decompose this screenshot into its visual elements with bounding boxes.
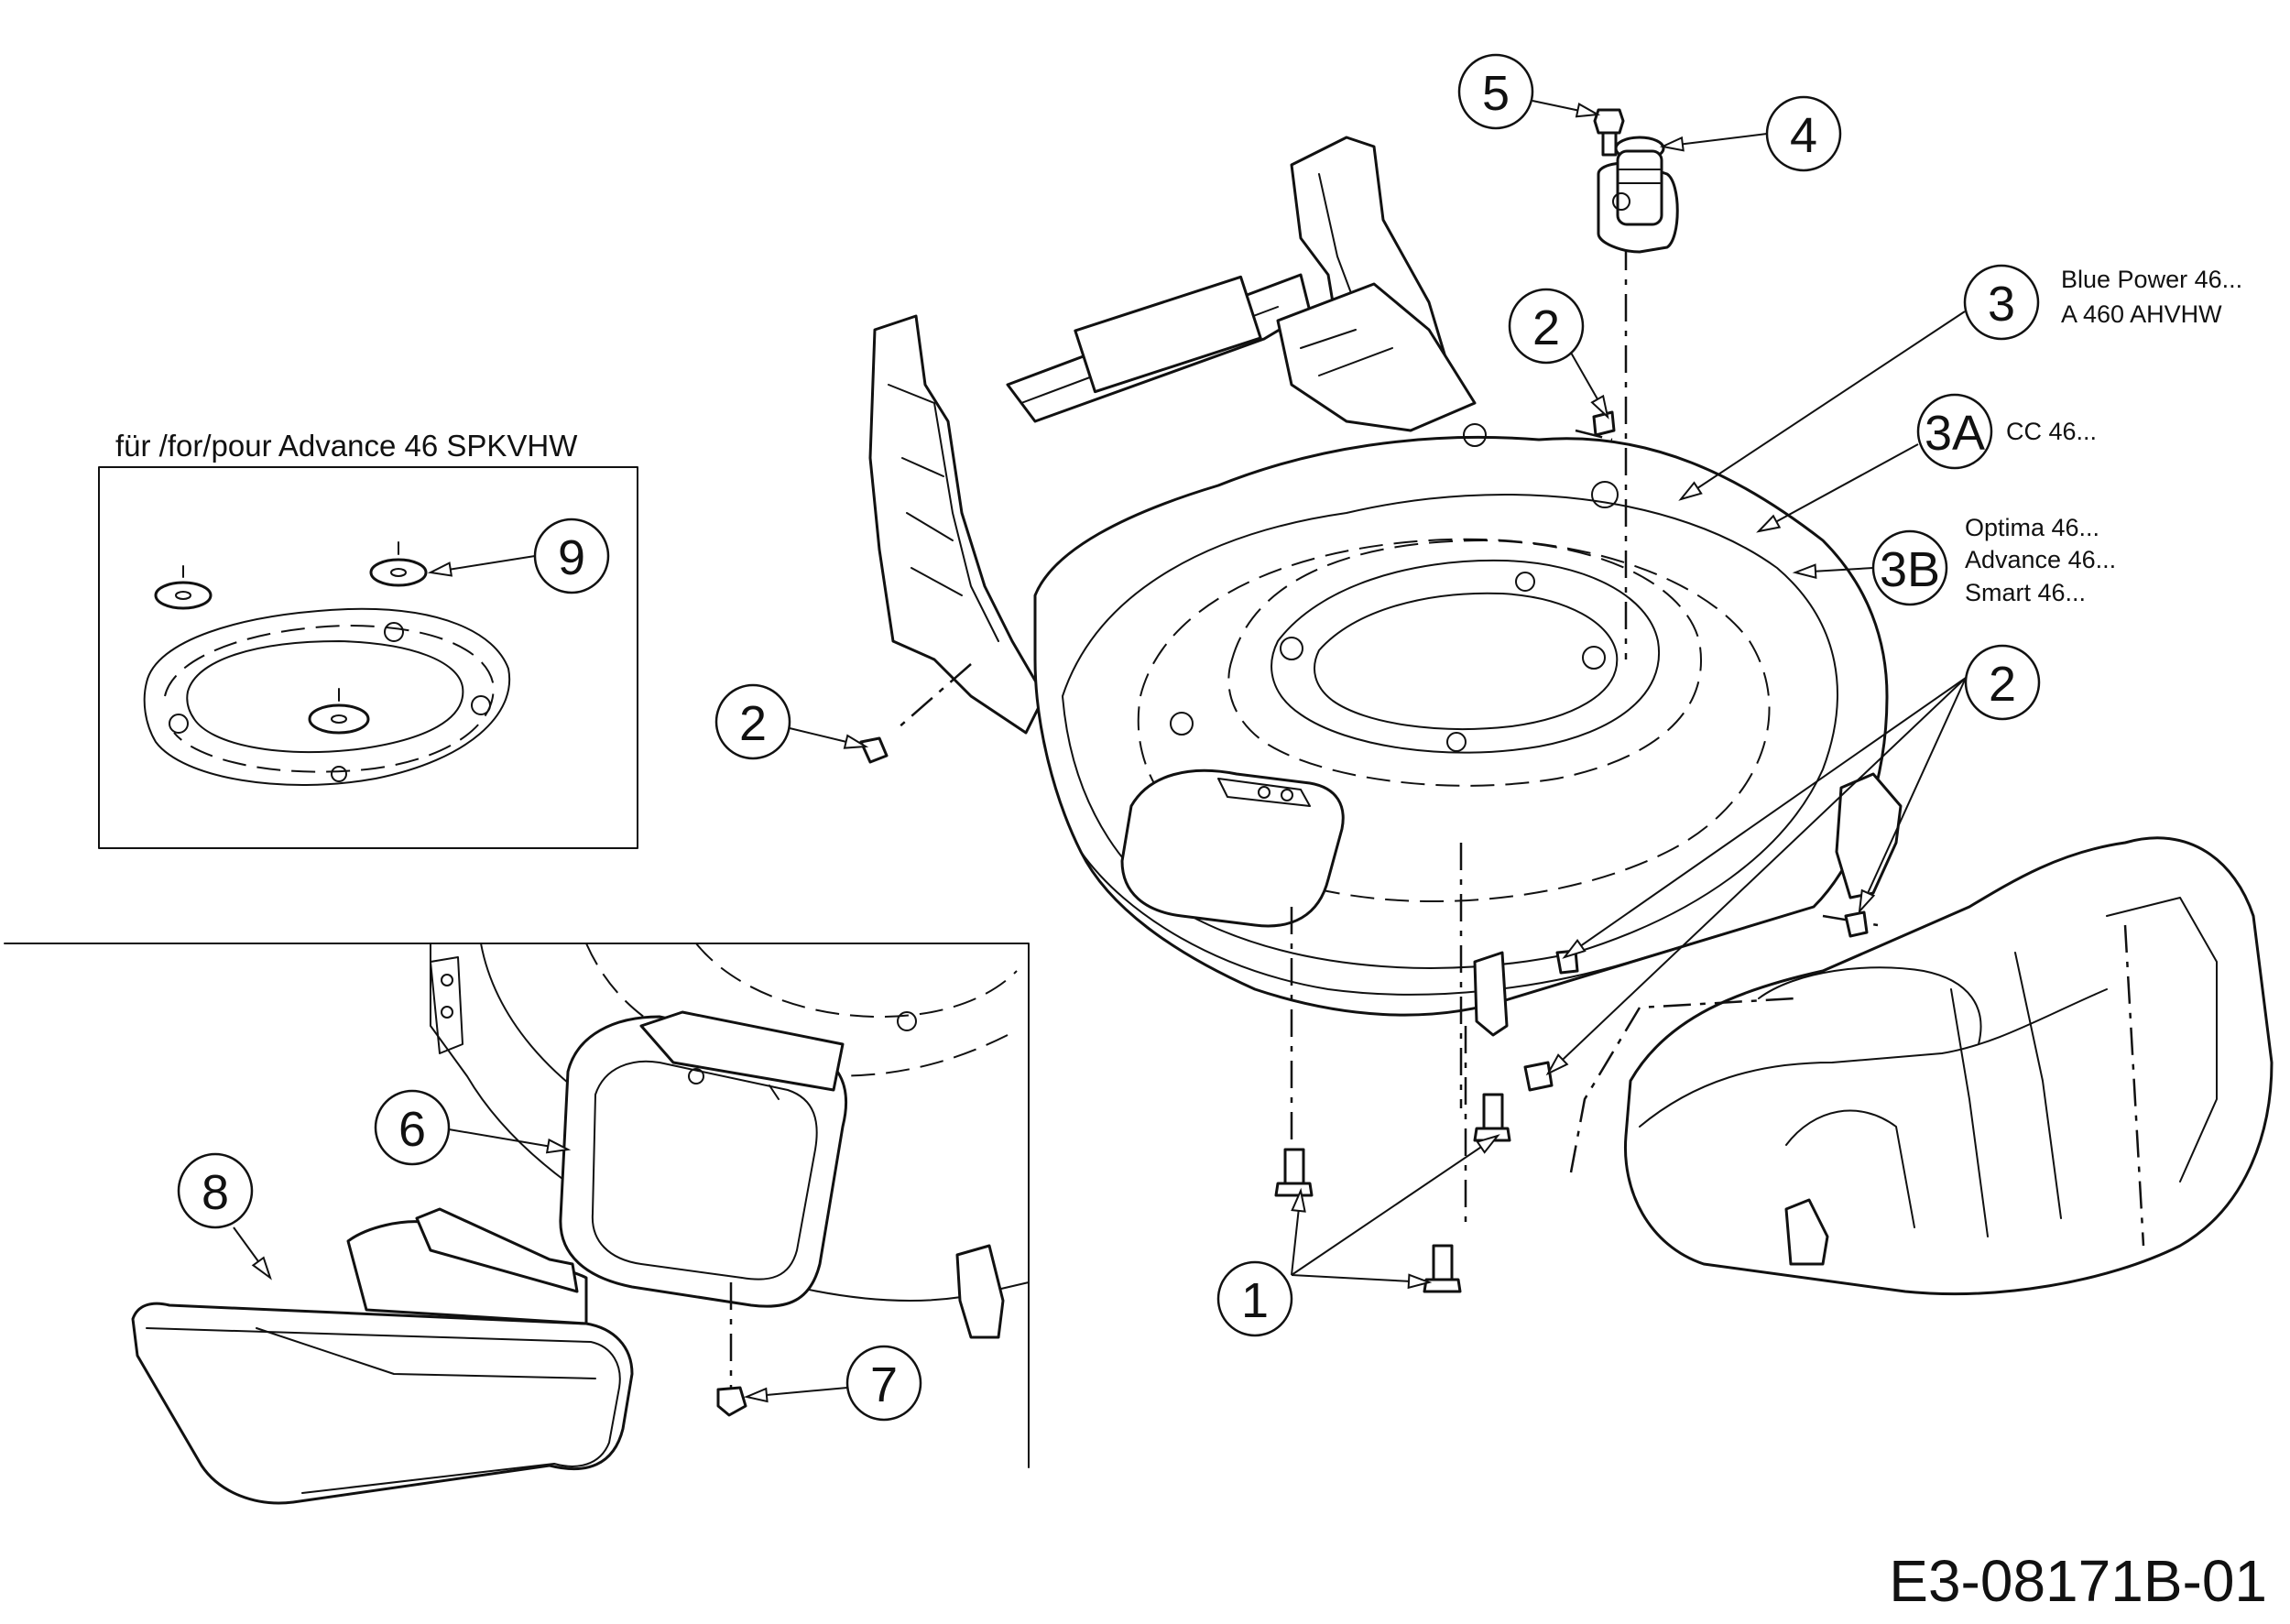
- callout-circle: [177, 1152, 254, 1229]
- callout-arrowhead: [1291, 1187, 1306, 1213]
- callout-arrowhead: [1678, 481, 1703, 501]
- model-note-3b-line1: Optima 46...: [1965, 514, 2099, 541]
- callout-leader-line: [1758, 443, 1919, 532]
- callout-arrowhead: [1792, 563, 1817, 580]
- callout-arrowhead: [1476, 1134, 1500, 1154]
- part-8-grass-deflector: [131, 1207, 634, 1505]
- callout-number: 7: [870, 1357, 898, 1412]
- callout-arrowhead: [1407, 1273, 1433, 1290]
- callout-c2c: 2: [1545, 644, 2041, 1076]
- callout-leader-line: [1564, 677, 1967, 958]
- callout-c3a: 3A: [1756, 393, 1993, 533]
- part-6-discharge-flap: [559, 1010, 848, 1308]
- model-note-3b-line2: Advance 46...: [1965, 546, 2116, 573]
- callout-leader-line: [1547, 677, 1967, 1074]
- callout-arrowhead: [427, 561, 453, 577]
- callout-circle: [1963, 264, 2040, 341]
- callout-c6: 6: [374, 1089, 572, 1166]
- callout-arrowhead: [1659, 136, 1685, 152]
- rear-discharge-opening: [1120, 768, 1345, 928]
- callout-c1: 1: [1216, 1134, 1500, 1337]
- callout-circle: [1457, 53, 1534, 130]
- model-note-3b-line3: Smart 46...: [1965, 579, 2086, 606]
- inset-box: für /for/pour Advance 46 SPKVHW: [98, 429, 638, 849]
- callout-arrowhead: [1562, 938, 1587, 959]
- inset-box-title: für /for/pour Advance 46 SPKVHW: [115, 429, 578, 463]
- callout-arrowhead: [743, 1387, 769, 1403]
- detail-panel: [4, 943, 1030, 1505]
- callout-leader-line: [1291, 1274, 1430, 1283]
- callout-circle: [1871, 529, 1948, 606]
- callout-circle: [1765, 95, 1842, 172]
- mower-deck: [868, 136, 2274, 1296]
- model-note-3-line1: Blue Power 46...: [2061, 266, 2242, 293]
- callout-c2b: 2: [714, 683, 869, 760]
- callout-number: 1: [1241, 1273, 1269, 1328]
- part-1-bolts: [1274, 1093, 1511, 1293]
- callout-arrowhead: [251, 1256, 272, 1281]
- callout-arrowhead: [1858, 888, 1876, 915]
- callout-c3: 3: [1678, 264, 2040, 501]
- callout-c8: 8: [177, 1152, 272, 1281]
- callout-number: 9: [558, 530, 585, 585]
- callout-number: 3A: [1925, 406, 1985, 461]
- callout-number: 3: [1988, 277, 2015, 332]
- callout-circle: [1508, 288, 1585, 365]
- model-note-3a-line1: CC 46...: [2006, 418, 2097, 445]
- callout-number: 2: [1532, 300, 1560, 355]
- callout-number: 8: [202, 1165, 229, 1220]
- callout-leader-line: [1859, 677, 1967, 912]
- callout-number: 2: [739, 696, 767, 751]
- callout-number: 6: [398, 1102, 426, 1157]
- callout-arrowhead: [1545, 1053, 1569, 1076]
- assembly-lines: [897, 243, 2145, 1247]
- callout-c4: 4: [1659, 95, 1842, 172]
- callout-c7: 7: [743, 1345, 922, 1422]
- part-4-adjuster: [1597, 136, 1679, 254]
- inset-deck-ring: [143, 607, 511, 786]
- callout-circle: [1964, 644, 2041, 721]
- callout-leader-line: [1680, 311, 1966, 500]
- drawing-code: E3-08171B-01: [1889, 1548, 2267, 1614]
- model-notes: Blue Power 46... A 460 AHVHW CC 46... Op…: [1965, 266, 2242, 606]
- callout-c3b: 3B: [1792, 529, 1948, 606]
- callout-number: 4: [1790, 108, 1817, 163]
- callout-number: 2: [1989, 657, 2016, 712]
- part-5-screw: [1593, 108, 1625, 157]
- callout-circle: [714, 683, 791, 760]
- side-cover: [1623, 836, 2274, 1296]
- callout-c5: 5: [1457, 53, 1601, 130]
- callout-leader-line: [1291, 1135, 1499, 1276]
- callout-arrowhead: [1575, 103, 1601, 118]
- deck-body: [1033, 435, 1889, 1017]
- callout-c2a: 2: [1508, 288, 1609, 420]
- callouts: 1 2 2 2 3 3A 3B 4 5 6 7 8 9: [177, 53, 2041, 1422]
- handle-bracket-frame: [868, 136, 1477, 735]
- callout-circle: [845, 1345, 922, 1422]
- model-note-3-line2: A 460 AHVHW: [2061, 300, 2222, 328]
- callout-number: 3B: [1880, 542, 1940, 597]
- part-9-washers: [154, 541, 428, 735]
- callout-number: 5: [1482, 66, 1510, 121]
- callout-circle: [374, 1089, 451, 1166]
- callout-arrowhead: [843, 734, 869, 749]
- callout-circle: [533, 518, 610, 594]
- callout-circle: [1216, 1260, 1293, 1337]
- callout-arrowhead: [1756, 514, 1782, 533]
- callout-circle: [1916, 393, 1993, 470]
- part-7-screw: [716, 1282, 747, 1417]
- callout-arrowhead: [545, 1138, 572, 1154]
- callout-c9: 9: [427, 518, 610, 594]
- callout-arrowhead: [1590, 394, 1609, 420]
